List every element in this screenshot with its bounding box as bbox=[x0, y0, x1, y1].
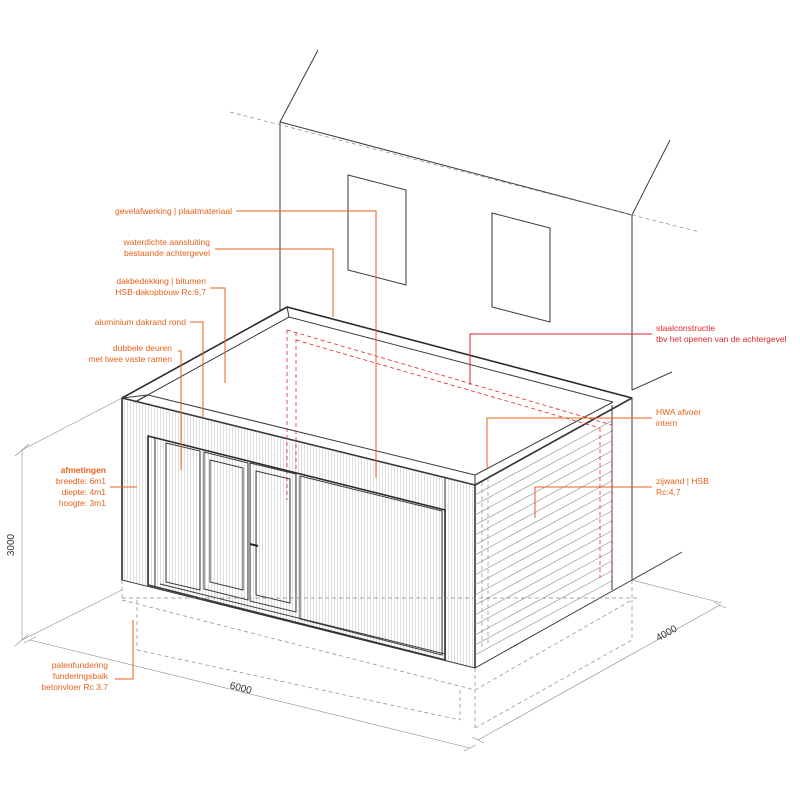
label-dakbedekking-2: HSB-dakopbouw Rc:6,7 bbox=[115, 287, 206, 297]
house-window-right bbox=[491, 212, 551, 323]
label-deuren-2: met twee vaste ramen bbox=[88, 354, 172, 364]
label-breedte: breedte: 6m1 bbox=[56, 476, 106, 486]
dimension-depth: 4000 bbox=[654, 623, 679, 644]
dimension-lines bbox=[14, 397, 727, 752]
label-waterdicht-1: waterdichte aansluiting bbox=[123, 237, 211, 247]
door-left bbox=[203, 451, 249, 601]
label-fundering-1: palenfundering bbox=[52, 660, 109, 670]
label-fundering-3: betonvloer Rc 3.7 bbox=[41, 682, 108, 692]
label-staal-1: staalconstructie bbox=[656, 323, 715, 333]
label-hoogte: hoogte: 3m1 bbox=[59, 498, 107, 508]
door-right bbox=[249, 462, 297, 613]
dimension-height: 3000 bbox=[6, 533, 17, 556]
label-dakbedekking-1: dakbedekking | bitumen bbox=[116, 276, 206, 286]
label-fundering-2: funderingsbalk bbox=[53, 671, 109, 681]
label-dakrand: aluminium dakrand rond bbox=[95, 317, 186, 327]
annotation-labels: gevelafwerking | plaatmateriaal waterdic… bbox=[6, 206, 787, 697]
label-hwa-2: intern bbox=[656, 418, 678, 428]
dimension-width: 6000 bbox=[228, 681, 253, 697]
foundation bbox=[121, 580, 637, 729]
label-deuren-1: dubbele deuren bbox=[113, 343, 172, 353]
label-zijwand-2: Rc:4,7 bbox=[656, 487, 681, 497]
fixed-window-left bbox=[165, 442, 201, 591]
fixed-window-right bbox=[299, 475, 443, 656]
label-waterdicht-2: bestaande achtergevel bbox=[124, 248, 210, 258]
label-zijwand-1: zijwand | HSB bbox=[656, 476, 709, 486]
label-afmetingen-title: afmetingen bbox=[61, 465, 106, 475]
glazing bbox=[147, 434, 446, 662]
label-staal-2: tbv het openen van de achtergevel bbox=[656, 334, 787, 344]
house-window-left bbox=[347, 174, 407, 286]
label-hwa-1: HWA afvoer bbox=[656, 407, 701, 417]
leader-lines bbox=[110, 210, 652, 680]
label-gevelafwerking: gevelafwerking | plaatmateriaal bbox=[115, 206, 232, 216]
label-diepte: diepte: 4m1 bbox=[62, 487, 107, 497]
door-handle-icon bbox=[249, 543, 259, 547]
